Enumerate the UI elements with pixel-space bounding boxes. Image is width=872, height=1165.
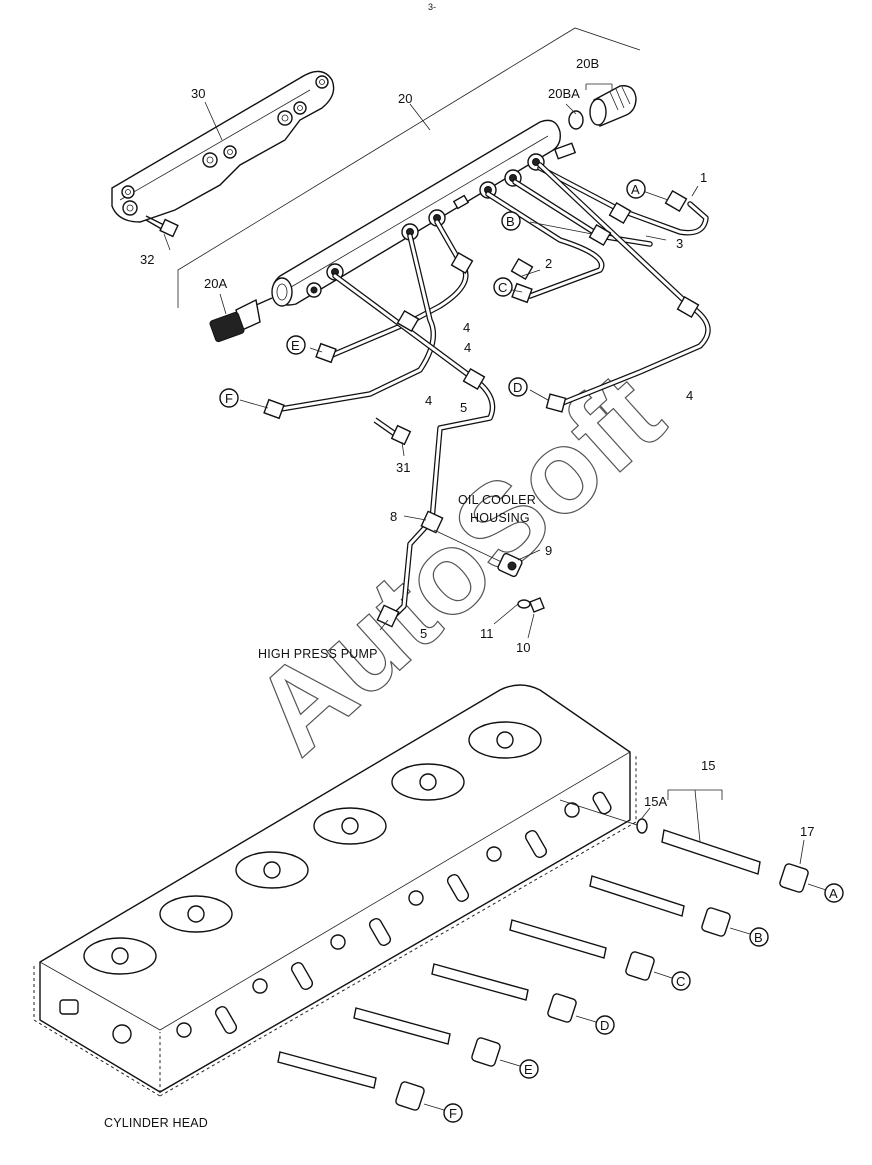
marker-C-bottom: C (671, 971, 691, 991)
callout-20B: 20B (576, 56, 599, 71)
letter-markers: A B C E F D A B C D E F (219, 179, 844, 1123)
bolt-31 (373, 417, 412, 446)
svg-text:B: B (506, 214, 515, 229)
svg-text:A: A (829, 886, 838, 901)
note-housing: HOUSING (470, 511, 530, 525)
callout-4-c: 4 (425, 393, 432, 408)
callout-20BA: 20BA (548, 86, 580, 101)
svg-text:C: C (498, 280, 507, 295)
callout-4-d: 4 (686, 388, 693, 403)
svg-text:E: E (524, 1062, 533, 1077)
marker-F-top: F (219, 388, 239, 408)
svg-text:C: C (676, 974, 685, 989)
marker-E-top: E (286, 335, 306, 355)
marker-A-top: A (626, 179, 646, 199)
fuel-rail-20 (271, 119, 577, 307)
callout-15A: 15A (644, 794, 667, 809)
side-ports (59, 791, 612, 1044)
callout-10: 10 (516, 640, 530, 655)
svg-text:E: E (291, 338, 300, 353)
callout-numbers: 30 20 20B 20BA 1 2 3 20A 32 4 4 4 4 5 31… (140, 56, 814, 839)
callout-1: 1 (700, 170, 707, 185)
callout-4-a: 4 (463, 320, 470, 335)
group-boundary-line (177, 27, 641, 308)
marker-F-bottom: F (443, 1103, 463, 1123)
callout-4-b: 4 (464, 340, 471, 355)
note-cylinder-head: CYLINDER HEAD (104, 1116, 208, 1130)
marker-A-bottom: A (824, 883, 844, 903)
leader-lines (163, 83, 827, 1111)
svg-text:F: F (225, 391, 233, 406)
page-mark: 3- (428, 2, 436, 12)
marker-B-bottom: B (749, 927, 769, 947)
bolt-32 (145, 215, 179, 238)
marker-D-bottom: D (595, 1015, 615, 1035)
callout-20: 20 (398, 91, 412, 106)
callout-17: 17 (800, 824, 814, 839)
fitting-20B (568, 85, 637, 130)
cylinder-ports (83, 721, 542, 975)
connector-nuts-17 (395, 863, 809, 1111)
callout-9: 9 (545, 543, 552, 558)
callout-32: 32 (140, 252, 154, 267)
mounting-bracket-30 (111, 70, 335, 223)
notes: OIL COOLER HOUSING HIGH PRESS PUMP CYLIN… (104, 493, 536, 1130)
callout-3: 3 (676, 236, 683, 251)
note-oil-cooler: OIL COOLER (458, 493, 536, 507)
tube-nuts (263, 189, 700, 628)
injector-connectors-15 (277, 818, 761, 1089)
callout-30: 30 (191, 86, 205, 101)
callout-20A: 20A (204, 276, 227, 291)
callout-5-a: 5 (460, 400, 467, 415)
cylinder-head (33, 684, 641, 1097)
marker-E-bottom: E (519, 1059, 539, 1079)
callout-2: 2 (545, 256, 552, 271)
marker-D-top: D (508, 377, 528, 397)
pressure-sensor-20A (209, 297, 273, 343)
callout-8: 8 (390, 509, 397, 524)
callout-15: 15 (701, 758, 715, 773)
marker-C-top: C (493, 277, 513, 297)
svg-text:F: F (449, 1106, 457, 1121)
note-high-press-pump: HIGH PRESS PUMP (258, 647, 378, 661)
callout-5-b: 5 (420, 626, 427, 641)
svg-text:B: B (754, 930, 763, 945)
marker-B-top: B (501, 211, 521, 231)
svg-text:D: D (513, 380, 522, 395)
svg-text:D: D (600, 1018, 609, 1033)
callout-11: 11 (480, 626, 494, 641)
callout-31: 31 (396, 460, 410, 475)
svg-text:A: A (631, 182, 640, 197)
